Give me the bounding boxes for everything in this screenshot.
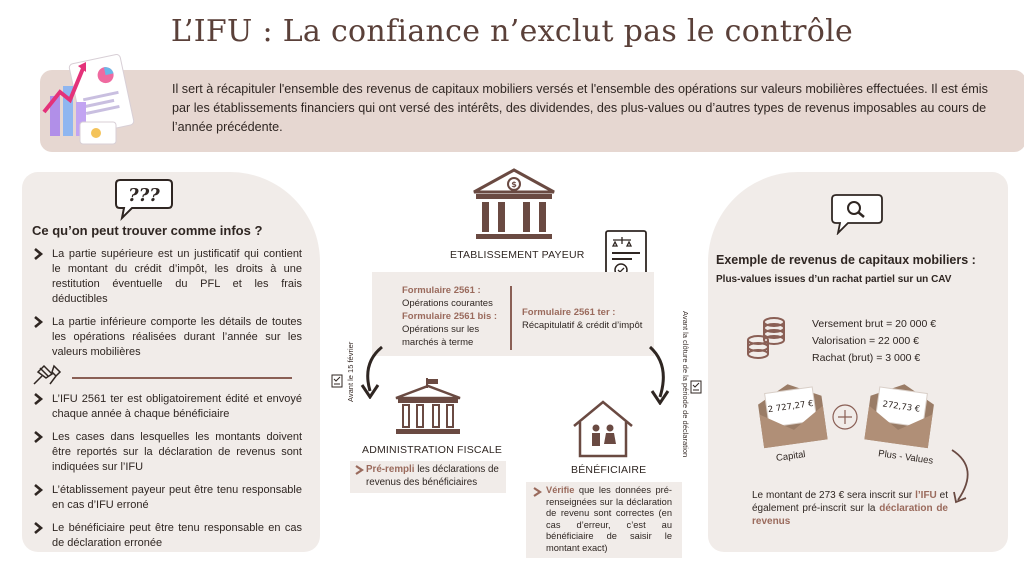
admin-highlight: Pré-rempli (366, 464, 415, 475)
checklist-icon (331, 374, 343, 388)
chevron-right-icon (34, 484, 44, 496)
bullet-text: La partie supérieure est un justificatif… (52, 248, 302, 305)
list-item: L’IFU 2561 ter est obligatoirement édité… (32, 392, 302, 422)
bullet-text: L’établissement payeur peut être tenu re… (52, 484, 302, 511)
note-declaration: déclaration de revenus (752, 503, 948, 527)
house-family-icon (573, 400, 633, 458)
chevron-right-icon (533, 487, 542, 497)
list-item: La partie supérieure est un justificatif… (32, 247, 302, 307)
pushpin-icon (33, 364, 62, 385)
form-2561bis-title: Formulaire 2561 bis : (402, 311, 498, 322)
list-item: Les cases dans lesquelles les montants d… (32, 430, 302, 475)
list-item: Le bénéficiaire peut être tenu responsab… (32, 521, 302, 551)
admin-text: les déclarations de revenus des bénéfici… (366, 464, 499, 488)
bullet-text: L’IFU 2561 ter est obligatoirement édité… (52, 393, 302, 420)
forms-box: Formulaire 2561 : Opérations courantes F… (372, 272, 654, 356)
right-panel (708, 172, 1008, 552)
bank-building-icon: $ (473, 168, 555, 239)
bullet-text: La partie inférieure comporte les détail… (52, 316, 302, 358)
admin-label: ADMINISTRATION FISCALE (362, 444, 503, 456)
chevron-right-icon (34, 522, 44, 534)
beneficiary-highlight: Vérifie (546, 485, 575, 495)
value-line: Valorisation = 22 000 € (812, 335, 919, 347)
form-2561bis-text: Opérations sur les marchés à terme (402, 324, 480, 348)
intro-banner: Il sert à récapituler l'ensemble des rev… (40, 70, 1024, 152)
plus-circle-icon (832, 404, 858, 430)
note-middle: et également pré-inscrit sur la (752, 490, 948, 514)
form-divider (510, 286, 512, 350)
magnifier-speech-bubble-icon (831, 194, 883, 235)
chevron-right-icon (34, 393, 44, 405)
plus-values-envelope-icon: 272,73 € (864, 384, 934, 449)
arrow-to-beneficiary-icon (648, 345, 670, 405)
bullet-text: Le bénéficiaire peut être tenu responsab… (52, 522, 302, 549)
left-bullets-top: La partie supérieure est un justificatif… (32, 247, 302, 368)
section-divider (72, 377, 292, 379)
form-2561-text: Opérations courantes (402, 298, 493, 309)
form-2561ter-title: Formulaire 2561 ter : (522, 307, 616, 318)
beneficiary-label: BÉNÉFICIAIRE (571, 464, 647, 476)
svg-text:$: $ (511, 180, 517, 189)
note-ifu: l’IFU (915, 490, 937, 501)
form-2561ter-text: Récapitulatif & crédit d’impôt (522, 320, 643, 331)
arrow-to-admin-icon (360, 345, 383, 399)
left-bullets-bottom: L’IFU 2561 ter est obligatoirement édité… (32, 392, 302, 559)
coins-stack-icon (747, 317, 785, 359)
example-values: Versement brut = 20 000 € Valorisation =… (812, 316, 936, 367)
intro-text: Il sert à récapituler l'ensemble des rev… (172, 82, 988, 134)
report-chart-illustration (42, 53, 135, 145)
chevron-right-icon (34, 316, 44, 328)
list-item: L’établissement payeur peut être tenu re… (32, 483, 302, 513)
value-line: Versement brut = 20 000 € (812, 318, 937, 330)
example-conclusion: Le montant de 273 € sera inscrit sur l’I… (752, 489, 948, 528)
capital-envelope-icon: 2 727,27 € (758, 384, 828, 449)
chevron-right-icon (355, 465, 364, 475)
beneficiary-box: Vérifie que les données pré-renseignées … (526, 482, 682, 558)
left-panel (22, 172, 320, 552)
checklist-icon (690, 380, 702, 394)
page-title: L’IFU : La confiance n’exclut pas le con… (170, 14, 854, 49)
right-heading: Exemple de revenus de capitaux mobiliers… (716, 253, 976, 267)
chevron-right-icon (34, 431, 44, 443)
right-subheading: Plus-values issues d’un rachat partiel s… (716, 274, 952, 285)
speech-question-marks: ??? (128, 185, 160, 206)
payer-label: ETABLISSEMENT PAYEUR (450, 249, 585, 261)
deadline-left-note: Avant le 15 février (346, 341, 355, 402)
left-heading: Ce qu’on peut trouver comme infos ? (32, 223, 263, 238)
value-line: Rachat (brut) = 3 000 € (812, 352, 921, 364)
beneficiary-text: que les données pré-renseignées sur la d… (546, 485, 672, 553)
deadline-right-note: Avant la clôture de la période de déclar… (681, 311, 690, 458)
chevron-right-icon (34, 248, 44, 260)
government-building-icon (395, 378, 461, 434)
form-2561-title: Formulaire 2561 : (402, 285, 481, 296)
bullet-text: Les cases dans lesquelles les montants d… (52, 431, 302, 473)
question-speech-bubble-icon: ??? (115, 179, 173, 222)
note-prefix: Le montant de 273 € sera inscrit sur (752, 490, 916, 501)
curved-arrow-icon (951, 449, 969, 504)
list-item: La partie inférieure comporte les détail… (32, 315, 302, 360)
admin-box: Pré-rempli les déclarations de revenus d… (350, 461, 506, 493)
